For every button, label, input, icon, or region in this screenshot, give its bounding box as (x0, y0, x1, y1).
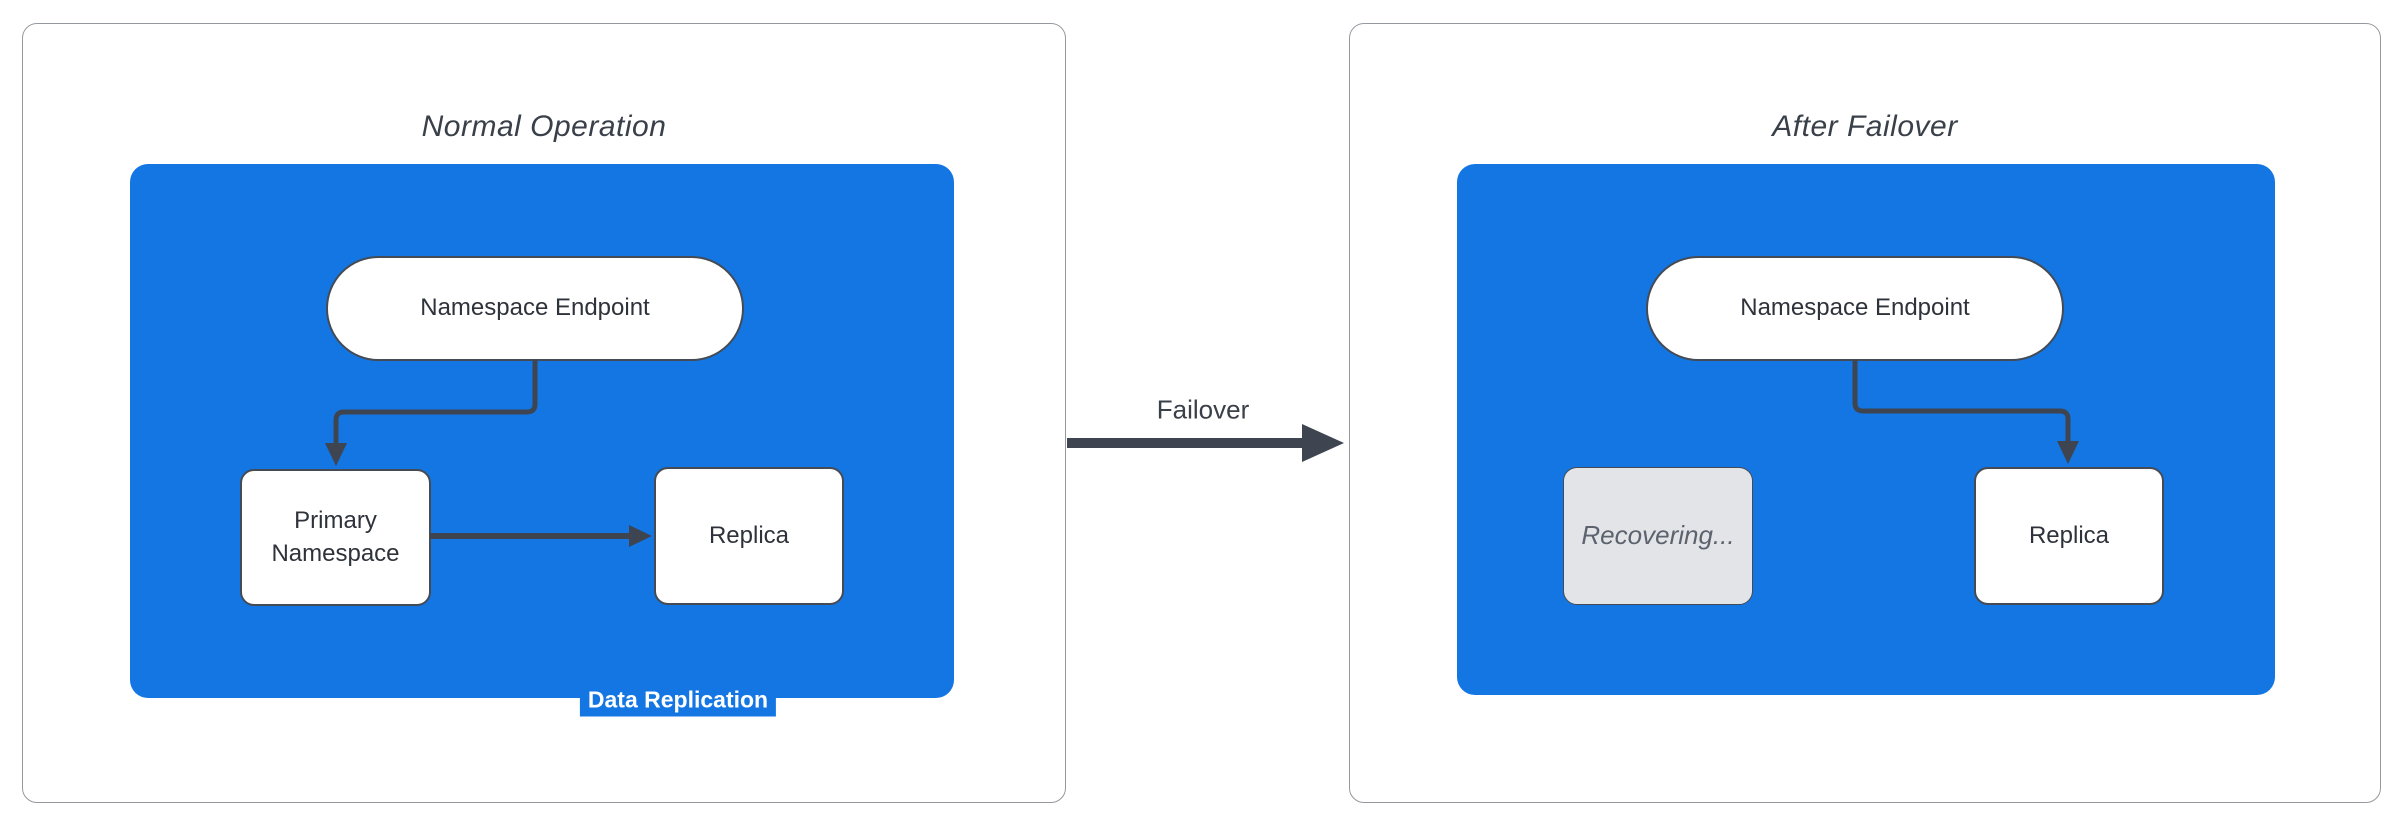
primary-namespace-node: Primary Namespace (240, 469, 431, 606)
failover-transition-label: Failover (1156, 394, 1250, 425)
namespace-endpoint-label-left: Namespace Endpoint (420, 294, 650, 322)
normal-cluster-container: Namespace Endpoint Primary Namespace Rep… (130, 164, 954, 717)
recovering-node: Recovering... (1563, 467, 1753, 605)
namespace-endpoint-node-left: Namespace Endpoint (326, 256, 744, 361)
data-replication-edge-label: Data Replication (579, 683, 777, 717)
normal-operation-title: Normal Operation (421, 110, 667, 143)
replica-node-left: Replica (654, 467, 844, 605)
replica-label-left: Replica (708, 521, 790, 549)
namespace-endpoint-node-right: Namespace Endpoint (1646, 256, 2064, 361)
namespace-endpoint-label-right: Namespace Endpoint (1740, 294, 1970, 322)
replica-node-right: Replica (1974, 467, 2164, 605)
failover-cluster-container: Namespace Endpoint Recovering... Replica (1457, 164, 2275, 695)
primary-namespace-label: Primary Namespace (271, 507, 400, 567)
normal-operation-panel: Normal Operation Namespace Endpoint Prim… (22, 23, 1066, 803)
recovering-label: Recovering... (1581, 520, 1735, 551)
after-failover-title: After Failover (1772, 110, 1958, 143)
failover-arrowhead (1302, 424, 1344, 462)
replica-label-right: Replica (2028, 521, 2110, 549)
after-failover-panel: After Failover Namespace Endpoint Recove… (1349, 23, 2381, 803)
